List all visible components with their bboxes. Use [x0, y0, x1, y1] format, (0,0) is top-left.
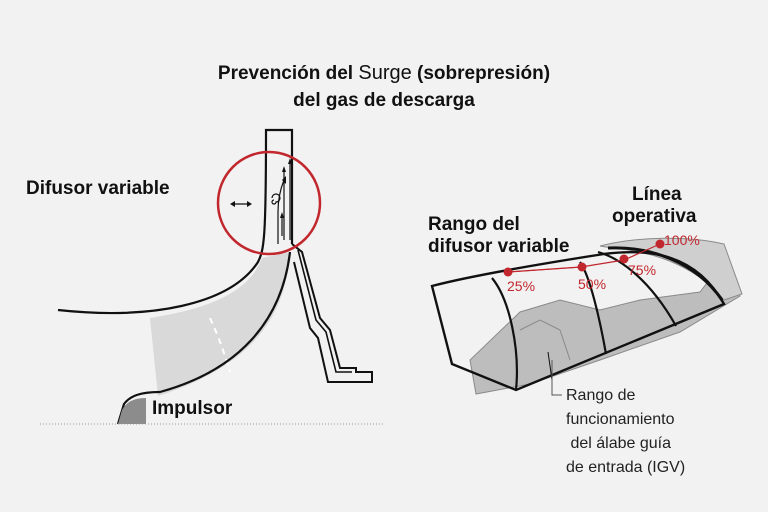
point-75: [619, 254, 629, 264]
highlight-circle: [216, 150, 322, 256]
label-range-line2: difusor variable: [428, 236, 570, 257]
pct-100: 100%: [664, 232, 700, 248]
flow-centerline: [209, 317, 231, 373]
volute-outline: [291, 243, 373, 383]
igv-line-2: funcionamiento: [566, 411, 675, 428]
pct-75: 75%: [628, 262, 657, 278]
igv-leader-line: [551, 360, 562, 396]
volute-inner: [297, 249, 352, 373]
point-50: [577, 262, 587, 272]
label-diffuser: Difusor variable: [26, 178, 170, 199]
speed-curve-3: [597, 250, 677, 327]
flow-arrows: [277, 158, 292, 244]
compressor-section: [40, 128, 384, 425]
label-operating-line1: Línea: [632, 184, 682, 205]
pct-25: 25%: [507, 278, 536, 294]
label-range-line1: Rango del: [428, 214, 520, 235]
igv-line-3: del álabe guía: [566, 435, 671, 452]
igv-range-region: [469, 256, 741, 395]
point-100: [655, 239, 665, 249]
page-title-line1: Prevención del Surge (sobrepresión): [0, 60, 768, 87]
left-right-arrow-icon: [230, 201, 252, 207]
impeller-flow-region: [150, 252, 290, 396]
page-title-line2: del gas de descarga: [293, 90, 475, 111]
swirl-icon: [271, 193, 281, 205]
title-part-surge: Surge: [358, 62, 412, 84]
igv-line-1: Rango de: [566, 387, 636, 404]
igv-line-4: de entrada (IGV): [566, 459, 686, 476]
label-igv: Rango de funcionamiento del álabe guía d…: [566, 384, 746, 480]
label-operating-line2: operativa: [612, 206, 697, 227]
label-impeller: Impulsor: [152, 398, 233, 419]
impeller-hub-curve: [116, 251, 292, 425]
title-part-a: Prevención del: [217, 63, 359, 84]
point-25: [503, 267, 513, 277]
casing-curve: [57, 128, 294, 315]
title-part-c: (sobrepresión): [411, 63, 551, 84]
operating-line: [607, 246, 724, 301]
pct-50: 50%: [578, 276, 607, 292]
impeller-hub-block: [118, 398, 146, 424]
performance-map: [430, 237, 743, 396]
speed-curve-1: [491, 277, 518, 391]
